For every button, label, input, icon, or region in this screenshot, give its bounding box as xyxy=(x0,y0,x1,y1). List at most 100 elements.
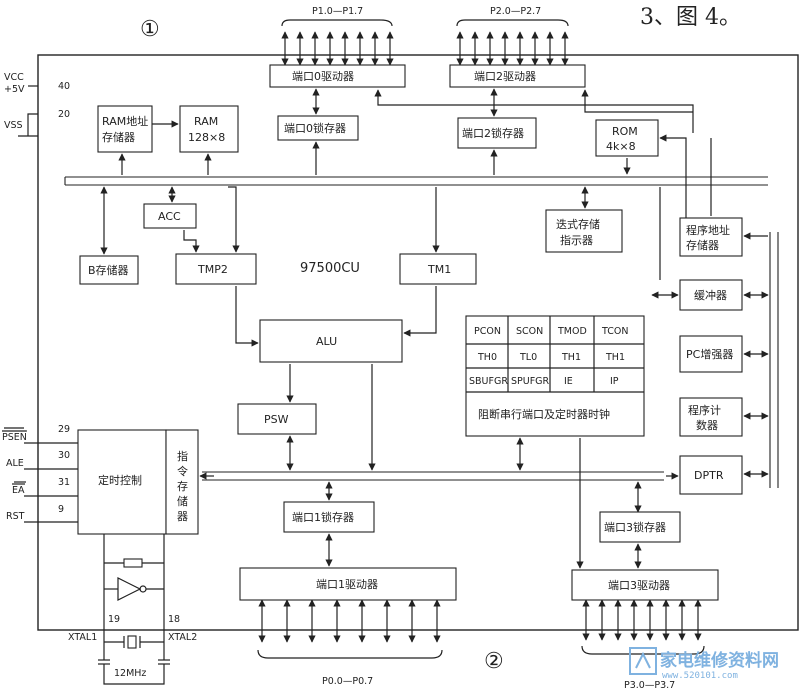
port-p2-pins xyxy=(456,19,569,66)
tmp2-label: TMP2 xyxy=(197,263,228,276)
port1-driver-label: 端口1驱动器 xyxy=(316,578,378,591)
rom-block xyxy=(595,119,659,157)
stack-pointer-label-1: 迭式存储 xyxy=(556,217,600,231)
port-p2-label: P2.0—P2.7 xyxy=(490,6,541,17)
vss-ground-symbol xyxy=(18,113,38,137)
pc-incrementer-label: PC增强器 xyxy=(686,347,733,361)
instruction-register-label-5: 器 xyxy=(177,510,188,523)
timing-control-label: 定时控制 xyxy=(98,473,142,487)
vcc-label: VCC xyxy=(4,72,24,83)
port1-driver-block xyxy=(239,567,457,601)
sfr-cell: SPUFGR xyxy=(511,376,550,387)
sfr-cell: SCON xyxy=(516,326,543,337)
port2-latch-label: 端口2锁存器 xyxy=(462,126,524,140)
port3-driver-label: 端口3驱动器 xyxy=(608,579,670,592)
internal-data-bus xyxy=(64,176,768,186)
program-address-block xyxy=(679,217,743,257)
psen-pin-number: 29 xyxy=(58,424,70,435)
instruction-register-label-2: 令 xyxy=(177,464,188,478)
sfr-cell: IP xyxy=(610,376,619,387)
pin18-number: 18 xyxy=(168,614,180,625)
ale-pin-label: ALE xyxy=(6,458,24,469)
xtal1-label: XTAL1 xyxy=(68,632,97,643)
tm1-block xyxy=(399,253,477,285)
acc-block xyxy=(143,203,197,229)
sfr-grid xyxy=(466,316,644,393)
alu-block xyxy=(259,319,403,363)
ram-address-block xyxy=(97,105,153,153)
ale-pin-number: 30 xyxy=(58,450,70,461)
rom-label-1: ROM xyxy=(612,125,638,138)
watermark-url: www.520101.com xyxy=(662,671,738,681)
ea-pin-label: EA xyxy=(12,485,25,496)
sfr-caption: 阻断串行端口及定时器时钟 xyxy=(478,407,610,421)
vss-pin-number: 20 xyxy=(58,109,70,120)
chip-frame xyxy=(37,54,799,631)
port-p1-label: P1.0—P1.7 xyxy=(312,6,363,17)
program-address-label-2: 存储器 xyxy=(686,238,719,252)
xtal2-label: XTAL2 xyxy=(168,632,197,643)
pin19-number: 19 xyxy=(108,614,120,625)
dptr-block xyxy=(679,455,743,495)
ram-address-label-1: RAM地址 xyxy=(102,114,148,128)
instruction-register-label-3: 存 xyxy=(177,479,188,493)
b-register-label: B存储器 xyxy=(88,263,129,277)
ram-block xyxy=(179,105,239,153)
acc-label: ACC xyxy=(158,210,181,223)
timing-control-block xyxy=(77,429,167,535)
port0-driver-block xyxy=(269,64,406,88)
port-p0-pins xyxy=(257,599,443,659)
port0-driver-label: 端口0驱动器 xyxy=(292,70,354,83)
vss-label: VSS xyxy=(4,120,23,131)
sfr-cell: TMOD xyxy=(557,326,587,337)
ram-address-label-2: 存储器 xyxy=(102,130,135,144)
watermark-logo-icon xyxy=(629,647,657,675)
rst-pin-label: RST xyxy=(6,511,25,522)
port2-driver-label: 端口2驱动器 xyxy=(474,70,536,83)
port3-latch-block xyxy=(599,511,681,543)
ea-pin-number: 31 xyxy=(58,477,70,488)
port3-latch-label: 端口3锁存器 xyxy=(604,520,666,534)
vcc-voltage: +5V xyxy=(4,84,25,95)
sfr-cell: SBUFGR xyxy=(469,376,508,387)
vcc-pin-number: 40 xyxy=(58,81,70,92)
tm1-label: TM1 xyxy=(427,263,451,276)
sfr-cell: TH0 xyxy=(477,352,497,363)
sfr-cell: TL0 xyxy=(519,352,537,363)
port-p3-pins xyxy=(581,599,705,655)
buffer-block xyxy=(679,279,743,311)
lower-data-bus xyxy=(199,471,679,513)
program-address-label-1: 程序地址 xyxy=(686,223,730,237)
sfr-cell: TCON xyxy=(601,326,628,337)
sfr-block xyxy=(465,315,645,437)
stack-pointer-block xyxy=(545,209,623,253)
b-register-block xyxy=(79,255,139,285)
rom-label-2: 4k×8 xyxy=(606,140,636,153)
tm1-to-alu xyxy=(403,286,437,337)
port2-driver-block xyxy=(449,64,586,88)
psw-block xyxy=(237,403,317,435)
circle-number-2: ② xyxy=(484,649,504,674)
port1-latch-label: 端口1锁存器 xyxy=(292,510,354,524)
oscillator-circuit xyxy=(98,534,170,685)
program-counter-label-1: 程序计 xyxy=(688,403,721,417)
sfr-cell: TH1 xyxy=(561,352,581,363)
instruction-register-block xyxy=(165,429,199,535)
ram-label-2: 128×8 xyxy=(188,131,225,144)
tmp2-to-alu xyxy=(235,286,259,347)
driver-return-path-2 xyxy=(581,89,693,113)
dptr-label: DPTR xyxy=(694,469,724,482)
pc-incrementer-block xyxy=(679,335,743,373)
acc-to-tmp2 xyxy=(183,230,200,253)
watermark-site-name: 家电维修资料网 xyxy=(660,650,779,671)
port3-driver-block xyxy=(571,569,719,601)
port0-latch-label: 端口0锁存器 xyxy=(284,121,346,135)
psen-pin-label: PSEN xyxy=(2,432,27,443)
chip-name-label: 97500CU xyxy=(300,261,360,276)
driver-return-path xyxy=(374,89,694,133)
stack-pointer-label-2: 指示器 xyxy=(560,233,593,247)
prog-addr-to-rom xyxy=(659,134,687,218)
address-bus-right xyxy=(651,187,779,488)
psw-label: PSW xyxy=(264,413,289,426)
